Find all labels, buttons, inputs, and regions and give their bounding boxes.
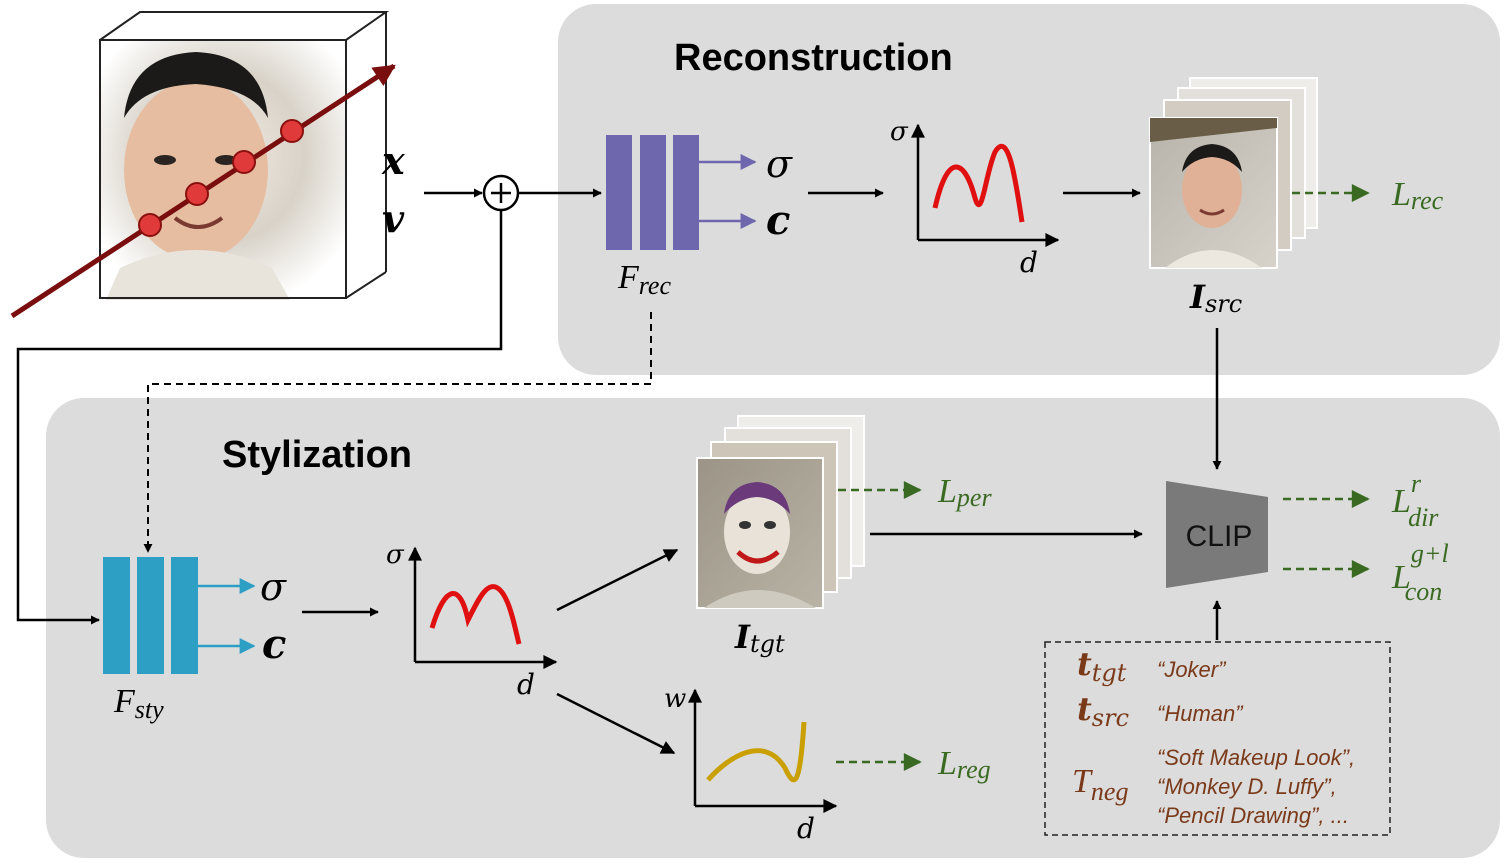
input-v: v — [382, 196, 405, 241]
face-image-stack-icon — [1149, 77, 1318, 269]
text-prompts-box — [1044, 641, 1391, 836]
t-tgt-text: “Joker” — [1157, 657, 1227, 682]
loss-reg: Lreg — [937, 745, 991, 784]
sty-c: c — [262, 621, 286, 668]
input-x: x — [381, 138, 406, 183]
rec-network-label: Frec — [617, 259, 671, 300]
sty-plot-y-label: σ — [386, 540, 405, 570]
sty-density-curve — [429, 584, 522, 645]
weight-share-dashed — [143, 312, 652, 553]
rec-plot-y-label: σ — [890, 117, 909, 147]
sample-point-icon — [280, 119, 304, 143]
sample-points — [138, 119, 304, 237]
stylization-panel — [46, 398, 1500, 858]
sty-network — [103, 557, 198, 674]
t-neg-symbol: Tneg — [1072, 763, 1128, 806]
plus-circle-icon — [482, 174, 520, 212]
clip-label: CLIP — [1186, 520, 1253, 553]
loss-per: Lper — [937, 473, 992, 512]
rec-image-label: Isrc — [1189, 278, 1242, 318]
stylization-title: Stylization — [222, 434, 412, 476]
weight-plot-y-label: w — [664, 684, 686, 714]
rec-network — [606, 135, 699, 250]
t-src-symbol: tsrc — [1077, 690, 1129, 732]
sample-point-icon — [138, 213, 162, 237]
sty-image-label: Itgt — [734, 618, 785, 658]
sample-point-icon — [232, 150, 256, 174]
t-neg-line-3: “Pencil Drawing”, ... — [1157, 803, 1349, 828]
rec-c: c — [766, 197, 790, 244]
clip-encoder — [1166, 481, 1268, 588]
sty-plot-x-label: d — [517, 668, 535, 701]
t-src-text: “Human” — [1157, 701, 1244, 726]
weight-plot-x-label: d — [797, 812, 815, 845]
weight-plot: w d — [664, 684, 838, 845]
t-neg-line-2: “Monkey D. Luffy”, — [1157, 774, 1337, 799]
rec-density-plot: σ d — [890, 117, 1060, 279]
sample-point-icon — [185, 182, 209, 206]
t-neg-line-1: “Soft Makeup Look”, — [1157, 745, 1355, 770]
t-tgt-symbol: ttgt — [1077, 645, 1127, 687]
rec-sigma: σ — [766, 142, 793, 186]
loss-rec: Lrec — [1391, 176, 1444, 215]
sty-network-label: Fsty — [113, 683, 164, 724]
sty-sigma: σ — [260, 565, 287, 609]
reconstruction-title: Reconstruction — [674, 37, 953, 79]
rec-density-curve — [932, 143, 1025, 223]
sty-density-plot: σ d — [386, 540, 558, 701]
face-volume-box-icon — [99, 11, 390, 300]
weight-curve — [706, 721, 807, 783]
sty-input-line — [16, 211, 503, 625]
rec-plot-x-label: d — [1020, 246, 1038, 279]
